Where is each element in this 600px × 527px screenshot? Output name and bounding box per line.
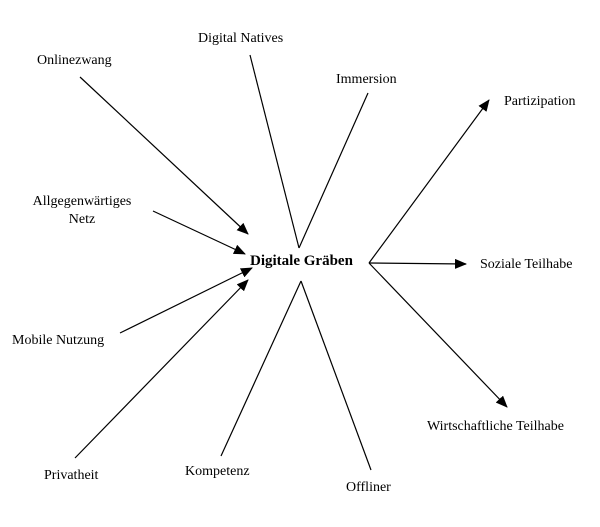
arrow-onlinezwang — [79, 76, 249, 235]
arrow-mobile-nutzung — [119, 267, 253, 334]
node-digital-natives: Digital Natives — [198, 31, 284, 46]
node-mobile-nutzung: Mobile Nutzung — [12, 333, 105, 348]
arrow-privatheit — [74, 279, 249, 459]
node-onlinezwang: Onlinezwang — [37, 53, 112, 68]
arrow-partizipation — [368, 99, 490, 264]
node-immersion: Immersion — [336, 72, 397, 87]
line-digital-natives — [249, 54, 300, 249]
node-allgegenwaertiges-line2: Netz — [68, 212, 96, 227]
node-privatheit: Privatheit — [44, 468, 99, 483]
line-immersion — [298, 92, 369, 249]
arrow-allgegenwaertiges-netz — [152, 210, 246, 255]
node-kompetenz: Kompetenz — [185, 464, 250, 479]
arrow-soziale-teilhabe — [368, 258, 467, 269]
node-allgegenwaertiges-netz: Allgegenwärtiges Netz — [26, 193, 138, 229]
node-allgegenwaertiges-line1: Allgegenwärtiges — [32, 194, 132, 209]
line-kompetenz — [220, 280, 302, 457]
node-wirtschaftliche-teilhabe: Wirtschaftliche Teilhabe — [427, 419, 564, 434]
line-offliner — [300, 280, 372, 471]
center-node-digitale-graeben: Digitale Gräben — [250, 253, 353, 269]
node-soziale-teilhabe: Soziale Teilhabe — [480, 257, 573, 272]
arrow-wirtschaftliche-teilhabe — [368, 262, 508, 408]
node-offliner: Offliner — [346, 480, 391, 495]
node-partizipation: Partizipation — [504, 94, 576, 109]
